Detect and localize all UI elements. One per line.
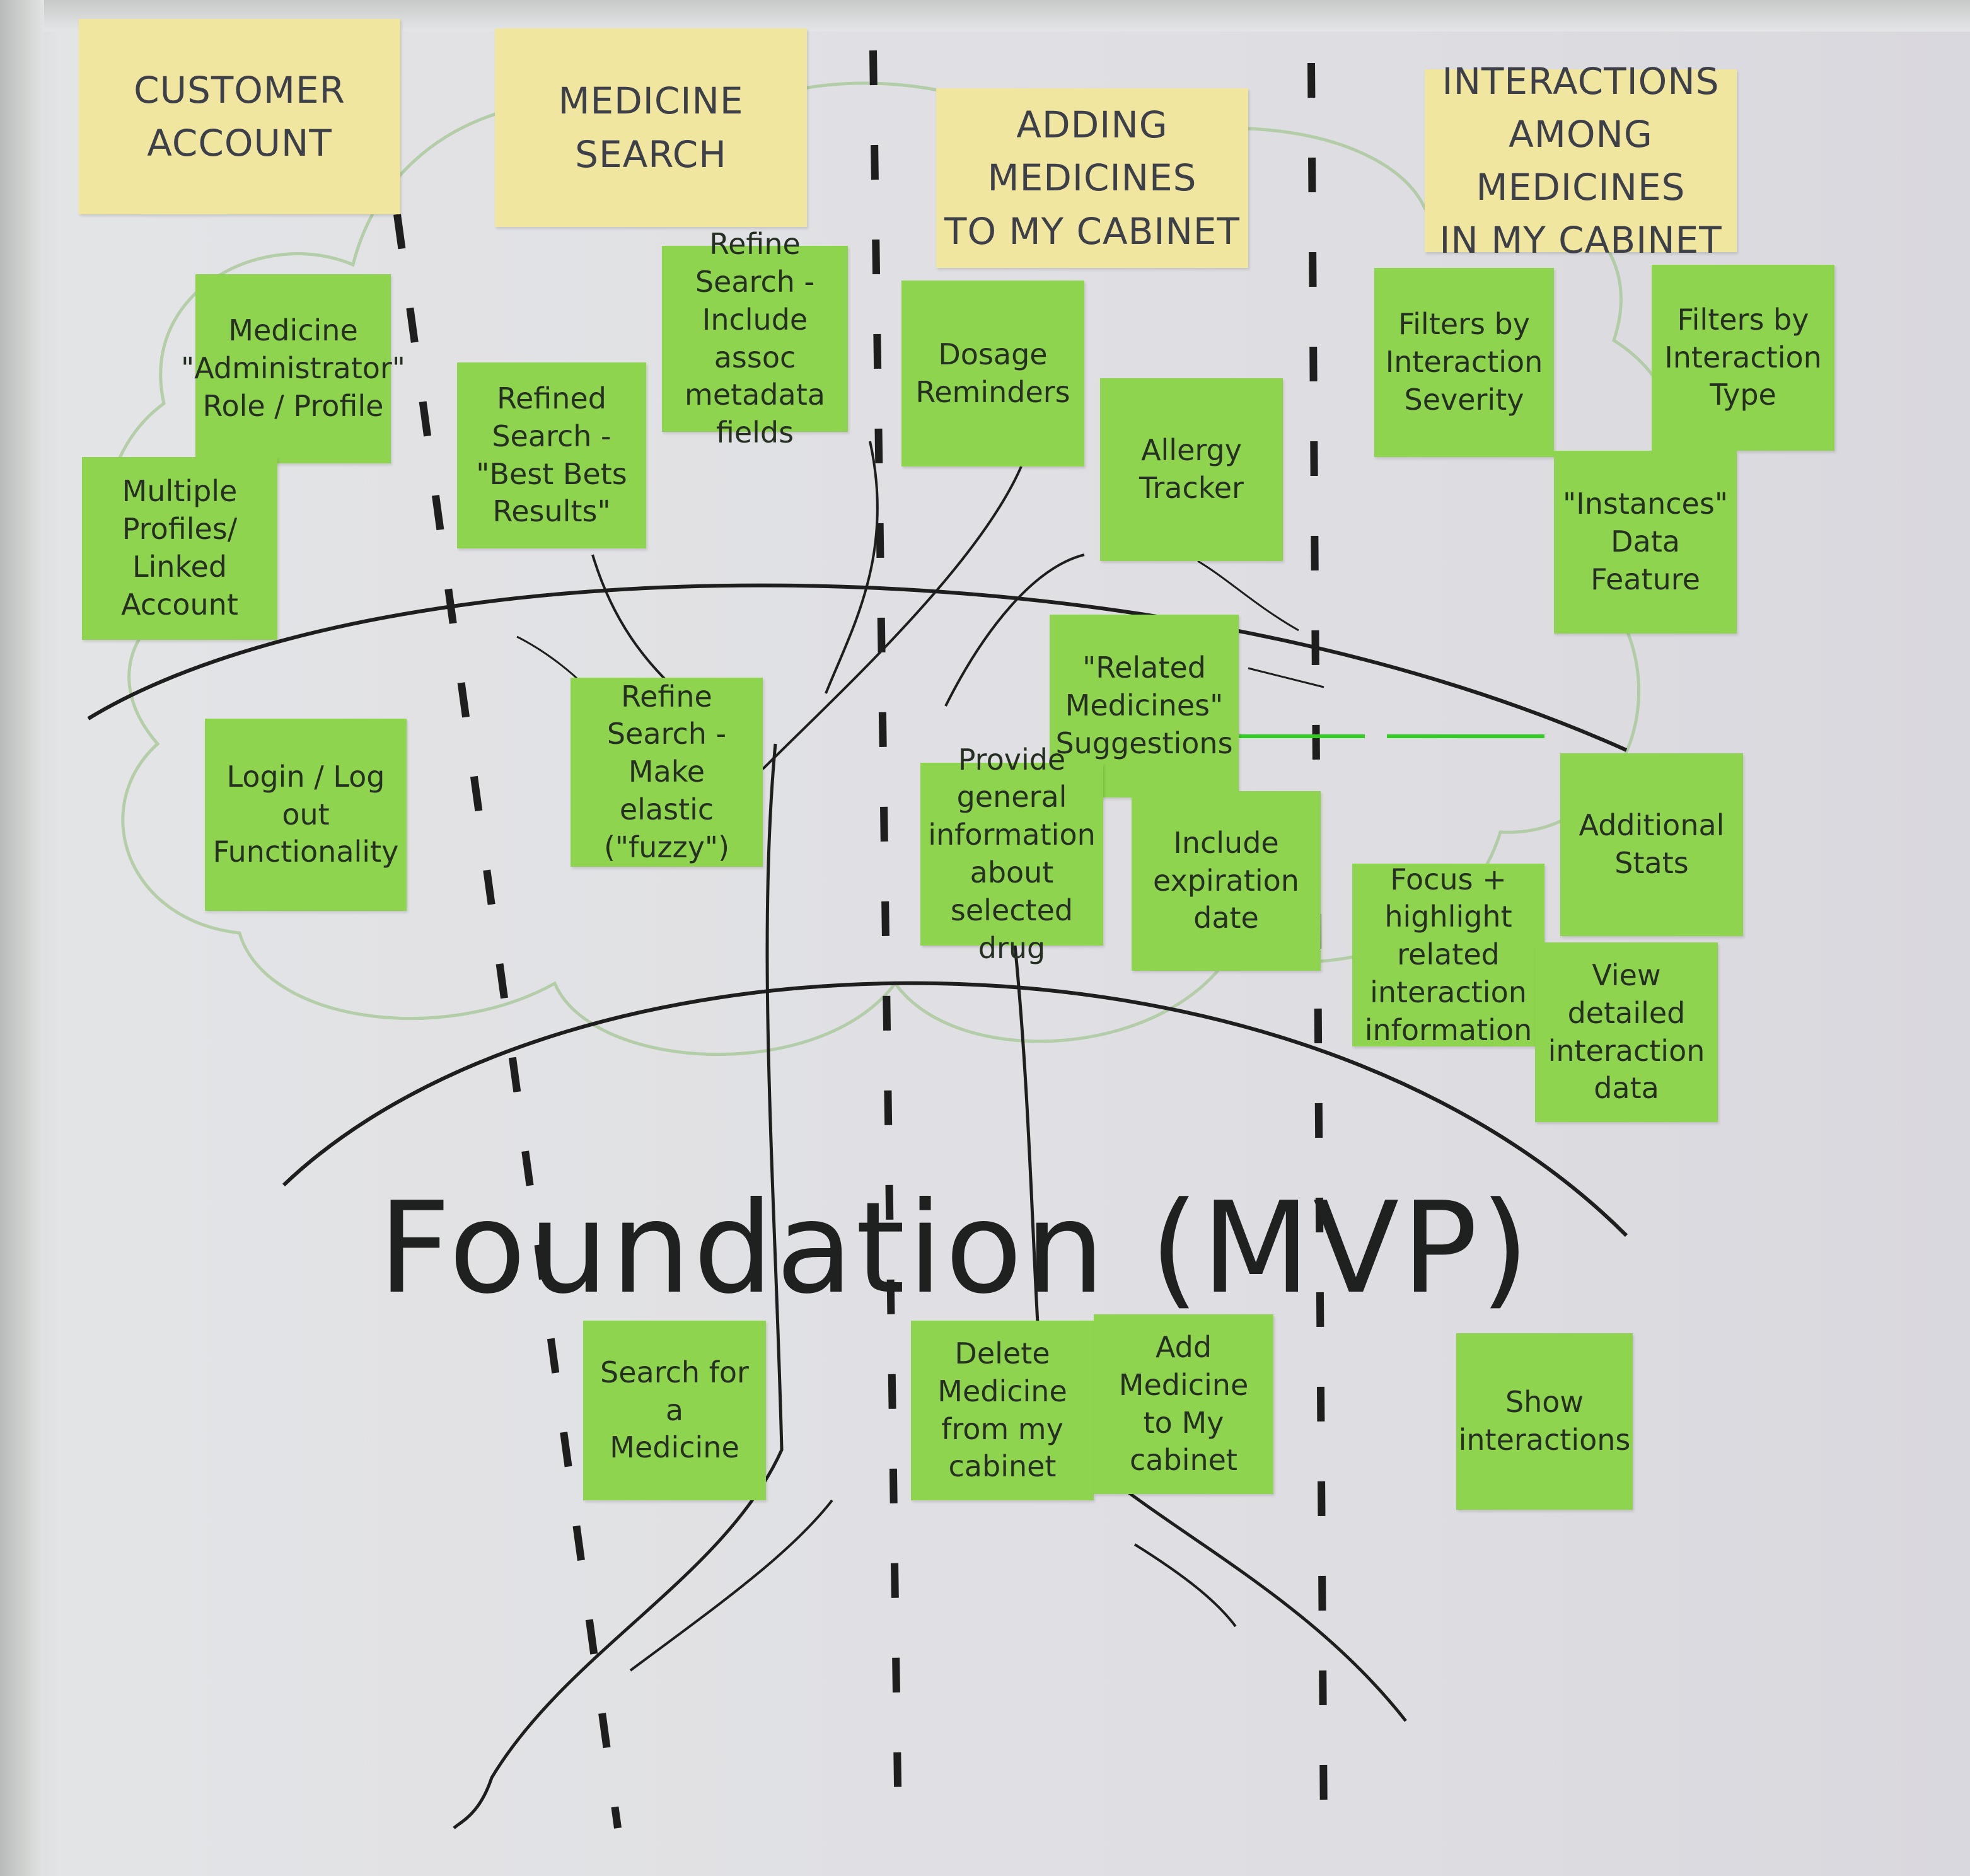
lower-release-arc (282, 981, 1628, 1237)
branch-4 (944, 553, 1085, 707)
sticky-medicine-administrator: Medicine "Administrator" Role / Profile (181, 274, 405, 463)
column-header-medicine-search: MEDICINE SEARCH (495, 28, 807, 227)
foundation-mvp-label: Foundation (MVP) (378, 1174, 1533, 1322)
sticky-expiration-date: Include expiration date (1132, 791, 1321, 971)
column-divider-1 (393, 214, 622, 1829)
sticky-refined-search-best-bets: Refined Search - "Best Bets Results" (457, 362, 646, 548)
branch-1 (825, 441, 879, 694)
branch-2 (762, 466, 1023, 770)
sticky-filters-by-severity: Filters by Interaction Severity (1374, 268, 1554, 457)
sticky-allergy-tracker: Allergy Tracker (1100, 378, 1283, 561)
column-header-interactions: INTERACTIONS AMONG MEDICINES IN MY CABIN… (1425, 60, 1737, 262)
sticky-filters-by-type: Filters by Interaction Type (1652, 265, 1834, 451)
sticky-instances-data-feature: "Instances" Data Feature (1554, 451, 1737, 634)
column-divider-2 (869, 50, 902, 1829)
sticky-focus-highlight: Focus + highlight related interaction in… (1352, 862, 1544, 1047)
branch-6 (1248, 667, 1324, 688)
column-header-customer-account: CUSTOMER ACCOUNT (79, 19, 400, 214)
branch-5 (1197, 560, 1299, 632)
sticky-delete-medicine: Delete Medicine from my cabinet (911, 1321, 1094, 1500)
upper-release-arc (87, 583, 1628, 752)
whiteboard-frame-left (0, 0, 44, 1876)
sticky-search-for-medicine: Search for a Medicine (583, 1321, 766, 1500)
sticky-general-information: Provide general information about select… (920, 743, 1103, 965)
sticky-login-logout: Login / Log out Functionality (205, 719, 407, 911)
sticky-view-detailed-data: View detailed interaction data (1535, 942, 1718, 1122)
sticky-multiple-profiles: Multiple Profiles/ Linked Account (82, 457, 277, 640)
column-header-adding-medicines: ADDING MEDICINES TO MY CABINET (936, 88, 1248, 268)
root-branch-left (629, 1499, 833, 1672)
sticky-refine-search-metadata: Refine Search - Include assoc metadata f… (662, 227, 848, 449)
sticky-show-interactions: Show interactions (1456, 1333, 1633, 1510)
root-branch-right (1133, 1543, 1237, 1628)
sticky-dosage-reminders: Dosage Reminders (901, 281, 1084, 466)
sticky-additional-stats: Additional Stats (1560, 753, 1743, 936)
sticky-refine-search-fuzzy: Refine Search - Make elastic ("fuzzy") (571, 678, 763, 867)
sticky-add-medicine: Add Medicine to My cabinet (1094, 1314, 1273, 1494)
